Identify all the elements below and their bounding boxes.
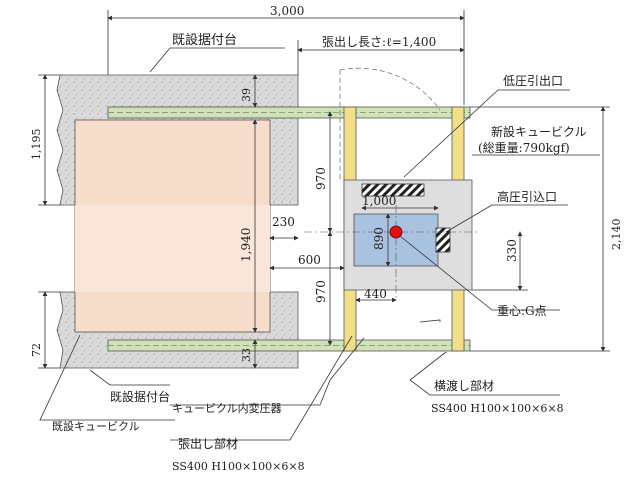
existing-cubicle-mid [75,205,270,292]
overhang-length-label: 張出し長さ:ℓ=1,400 [322,35,436,49]
new-cubicle-label: 新設キュービクル [491,124,587,139]
dim-right-height: 2,140 [610,219,623,251]
low-voltage-hatch [361,183,425,197]
overhang-member-spec: SS400 H100×100×6×8 [172,460,305,473]
dim-39: 39 [240,88,253,102]
dim-330: 330 [505,239,519,262]
existing-base-bottom-label: 既設据付台 [110,389,170,404]
dim-total-width: 3,000 [270,4,304,18]
dim-bottom-left: 72 [30,343,43,357]
dim-970-bottom: 970 [314,280,328,303]
transformer-label: キュービクル内変圧器 [172,401,282,415]
dim-600: 600 [298,253,321,267]
cross-member-label: 横渡し部材 [434,378,494,393]
dim-1000: 1,000 [362,194,396,208]
overhang-member-label: 張出し部材 [178,436,238,451]
dim-33: 33 [240,348,253,362]
dim-440: 440 [364,287,387,301]
high-voltage-inlet-label: 高圧引込口 [497,189,557,204]
dim-970-top: 970 [314,167,328,190]
dim-1940: 1,940 [239,228,253,262]
dim-230: 230 [272,215,295,229]
total-weight-label: (総重量:790kgf) [478,141,570,155]
center-of-gravity-label: 重心:G点 [497,304,547,318]
high-voltage-hatch [435,227,451,253]
dim-left-height: 1,195 [30,129,43,161]
low-voltage-outlet-label: 低圧引出口 [503,74,563,88]
leader-lines [39,47,600,441]
dimension-lines [38,10,610,369]
existing-cubicle-label: 既設キュービクル [52,419,140,433]
cross-member-spec: SS400 H100×100×6×8 [431,402,564,415]
existing-base-top-label: 既設据付台 [172,32,237,48]
dim-890: 890 [372,227,386,250]
